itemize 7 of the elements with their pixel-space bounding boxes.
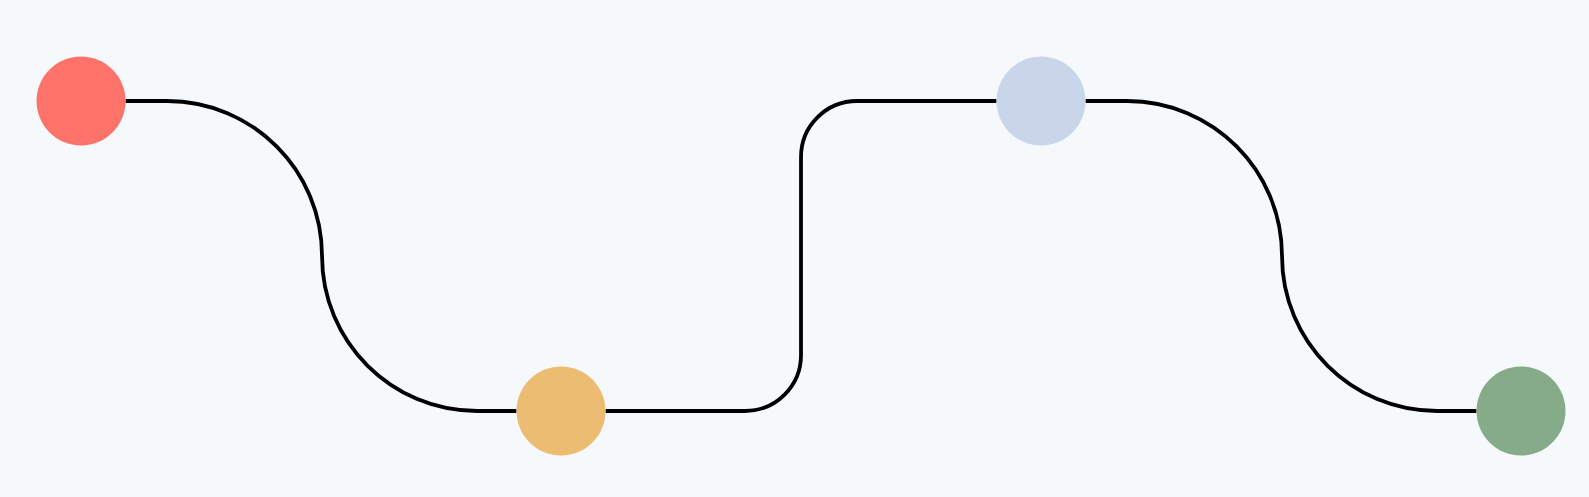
connector-line (1085, 99, 1477, 413)
connector-line (125, 99, 517, 413)
circle-node (36, 56, 126, 146)
connector-line (605, 99, 997, 413)
circle-node (516, 366, 606, 456)
circle-node (996, 56, 1086, 146)
circle-node (1476, 366, 1566, 456)
